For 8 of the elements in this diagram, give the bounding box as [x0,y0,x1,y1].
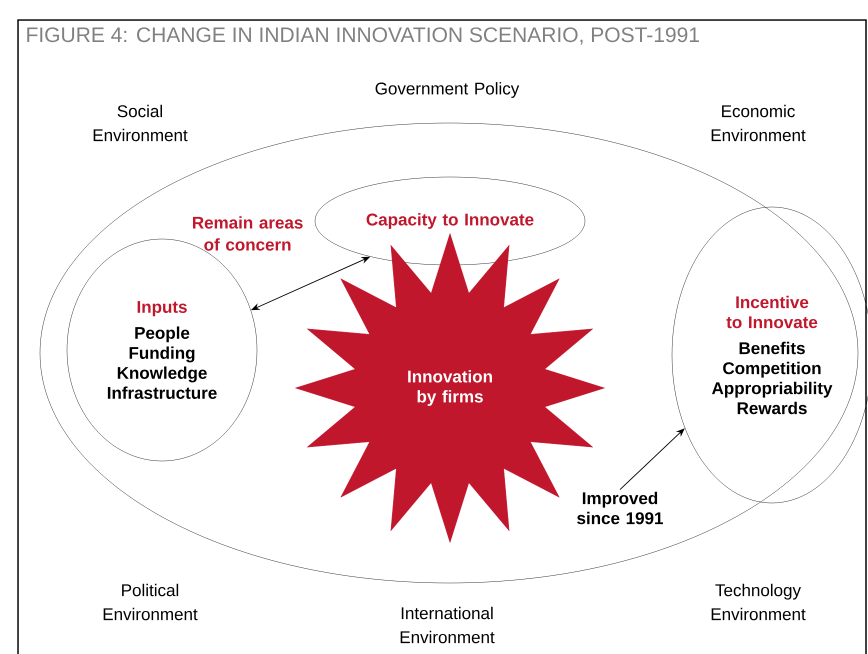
environment-label: International Environment [400,606,495,644]
environment-label: Technology Environment [712,584,806,620]
environment-label: Political Environment [104,584,198,620]
environment-label: Economic Environment [712,104,806,142]
figure-title: FIGURE 4: CHANGE IN INDIAN INNOVATION SCENARIO, POST-1991 [27,27,699,45]
environment-ellipse [40,122,858,584]
environment-label: Social Environment [94,104,188,142]
environment-label: Government Policy [376,82,520,98]
